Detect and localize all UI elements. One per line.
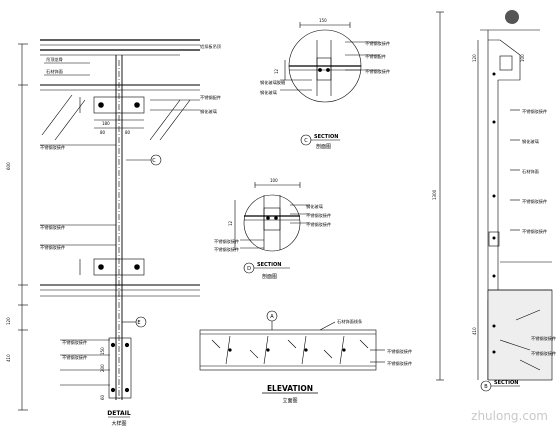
- detail-dim-3: 80: [100, 130, 106, 135]
- detail-dim-9: 60: [100, 394, 105, 400]
- section-b-callout-5: 不锈钢驳接件: [522, 228, 547, 235]
- section-d-marker: D: [247, 266, 251, 272]
- section-c-callout-3: 不锈钢驳接件: [365, 68, 390, 75]
- detail-callout-1: 铝扣板吊顶: [200, 43, 222, 50]
- detail-title: DETAIL: [107, 410, 131, 417]
- section-b-callout-3: 石材饰面: [522, 168, 539, 175]
- section-b-top-fixture: [505, 10, 519, 24]
- elevation-subtitle: 立面图: [282, 397, 297, 404]
- section-c-view: [280, 22, 380, 146]
- section-b-dim-4: 410: [472, 327, 477, 335]
- section-d-callout-4: 不锈钢驳接件: [214, 238, 239, 245]
- section-c-marker: C: [304, 138, 308, 144]
- section-d-callout-3: 不锈钢驳接件: [306, 221, 331, 228]
- section-d-title: SECTION: [257, 262, 281, 268]
- section-c-dim-1: 150: [319, 18, 327, 23]
- section-c-subtitle: 剖面图: [316, 143, 331, 150]
- detail-view: [18, 39, 200, 411]
- section-b-callout-2: 钢化玻璃: [522, 138, 539, 145]
- detail-dim-7: 200: [100, 364, 105, 372]
- section-d-dim-1: 100: [270, 178, 278, 183]
- section-b-bolt-7: [492, 350, 496, 354]
- section-b-view: [436, 11, 553, 392]
- detail-callout-9: 不锈钢驳接件: [62, 339, 87, 346]
- section-b-callouts: 不锈钢驳接件 钢化玻璃 石材饰面 不锈钢驳接件 不锈钢驳接件 不锈钢驳接件 不锈…: [432, 54, 556, 390]
- section-c-callout-2: 不锈钢配件: [365, 53, 386, 60]
- detail-callout-6: 不锈钢驳接件: [40, 144, 65, 151]
- section-c-callout-5: 钢化玻璃: [260, 89, 277, 96]
- section-c-callouts: 不锈钢驳接件 不锈钢配件 不锈钢驳接件 钢化玻璃胶缝 钢化玻璃 150 12 C…: [260, 18, 390, 150]
- detail-dim-5: 120: [6, 317, 11, 325]
- section-b-marker: B: [484, 384, 488, 390]
- detail-dim-1: 600: [6, 162, 11, 170]
- elevation-title: ELEVATION: [267, 384, 313, 393]
- section-b-callout-4: 不锈钢驳接件: [522, 198, 547, 205]
- section-c-callout-1: 不锈钢驳接件: [365, 40, 390, 47]
- detail-dim-4: 80: [125, 130, 131, 135]
- elevation-bolt-3: [304, 348, 308, 352]
- section-d-callout-2: 不锈钢驳接件: [306, 212, 331, 219]
- section-b-bolts: [492, 10, 519, 354]
- detail-dim-6: 410: [6, 354, 11, 362]
- section-b-title: SECTION: [494, 380, 518, 386]
- section-d-callout-1: 钢化玻璃: [306, 203, 323, 210]
- elevation-marker: A: [270, 314, 274, 320]
- detail-marker-e: E: [137, 320, 140, 326]
- section-c-callout-4: 钢化玻璃胶缝: [260, 79, 286, 86]
- section-b-dim-1: 1300: [432, 189, 437, 200]
- detail-callout-10: 不锈钢驳接件: [62, 354, 87, 361]
- section-b-callout-6: 不锈钢驳接件: [531, 335, 556, 342]
- section-b-callout-1: 不锈钢驳接件: [522, 108, 547, 115]
- section-b-callout-7: 不锈钢驳接件: [531, 350, 556, 357]
- section-b-bolt-3: [492, 194, 496, 198]
- elevation-bolt-4: [342, 348, 346, 352]
- section-d-callouts: 钢化玻璃 不锈钢驳接件 不锈钢驳接件 不锈钢驳接件 不锈钢驳接件 100 12 …: [214, 178, 331, 280]
- detail-callout-5: 钢化玻璃: [200, 108, 217, 115]
- section-b-bolt-1: [492, 72, 496, 76]
- detail-callout-7: 不锈钢驳接件: [40, 224, 65, 231]
- watermark: zhulong.com: [471, 409, 548, 423]
- section-c-dim-2: 12: [274, 68, 279, 74]
- section-b-dim-2: 120: [472, 54, 477, 62]
- detail-callouts: 铝扣板吊顶 吊顶龙骨 石材饰面 不锈钢配件 钢化玻璃 不锈钢驳接件 不锈钢驳接件…: [6, 43, 222, 427]
- elevation-details: A 石材饰面线条 不锈钢驳接件 不锈钢驳接件 ELEVATION 立面图: [228, 314, 412, 404]
- detail-dim-8: 150: [100, 347, 105, 355]
- detail-subtitle: 大样图: [111, 420, 126, 427]
- section-b-bolt-6: [492, 324, 496, 328]
- detail-callout-8: 不锈钢驳接件: [40, 244, 65, 251]
- detail-marker-c: C: [152, 158, 156, 164]
- section-b-bolt-4: [492, 236, 496, 240]
- section-b-dim-3: 100: [520, 54, 525, 62]
- elevation-callout-2: 不锈钢驳接件: [387, 348, 412, 355]
- elevation-bolt-2: [266, 348, 270, 352]
- elevation-callout-1: 石材饰面线条: [337, 318, 363, 325]
- section-d-view: [234, 182, 310, 274]
- detail-callout-3: 石材饰面: [46, 68, 63, 75]
- section-b-bolt-2: [492, 120, 496, 124]
- detail-dim-2: 180: [102, 121, 110, 126]
- detail-callout-2: 吊顶龙骨: [46, 56, 63, 63]
- elevation-bolt-1: [228, 348, 232, 352]
- elevation-view: [199, 310, 385, 371]
- section-d-callout-5: 不锈钢驳接件: [214, 246, 239, 253]
- section-c-title: SECTION: [314, 134, 338, 140]
- section-d-subtitle: 剖面图: [262, 273, 277, 280]
- section-b-bolt-5: [492, 274, 496, 278]
- detail-callout-4: 不锈钢配件: [200, 94, 221, 101]
- section-d-dim-2: 12: [228, 220, 233, 226]
- elevation-callout-3: 不锈钢驳接件: [387, 360, 412, 367]
